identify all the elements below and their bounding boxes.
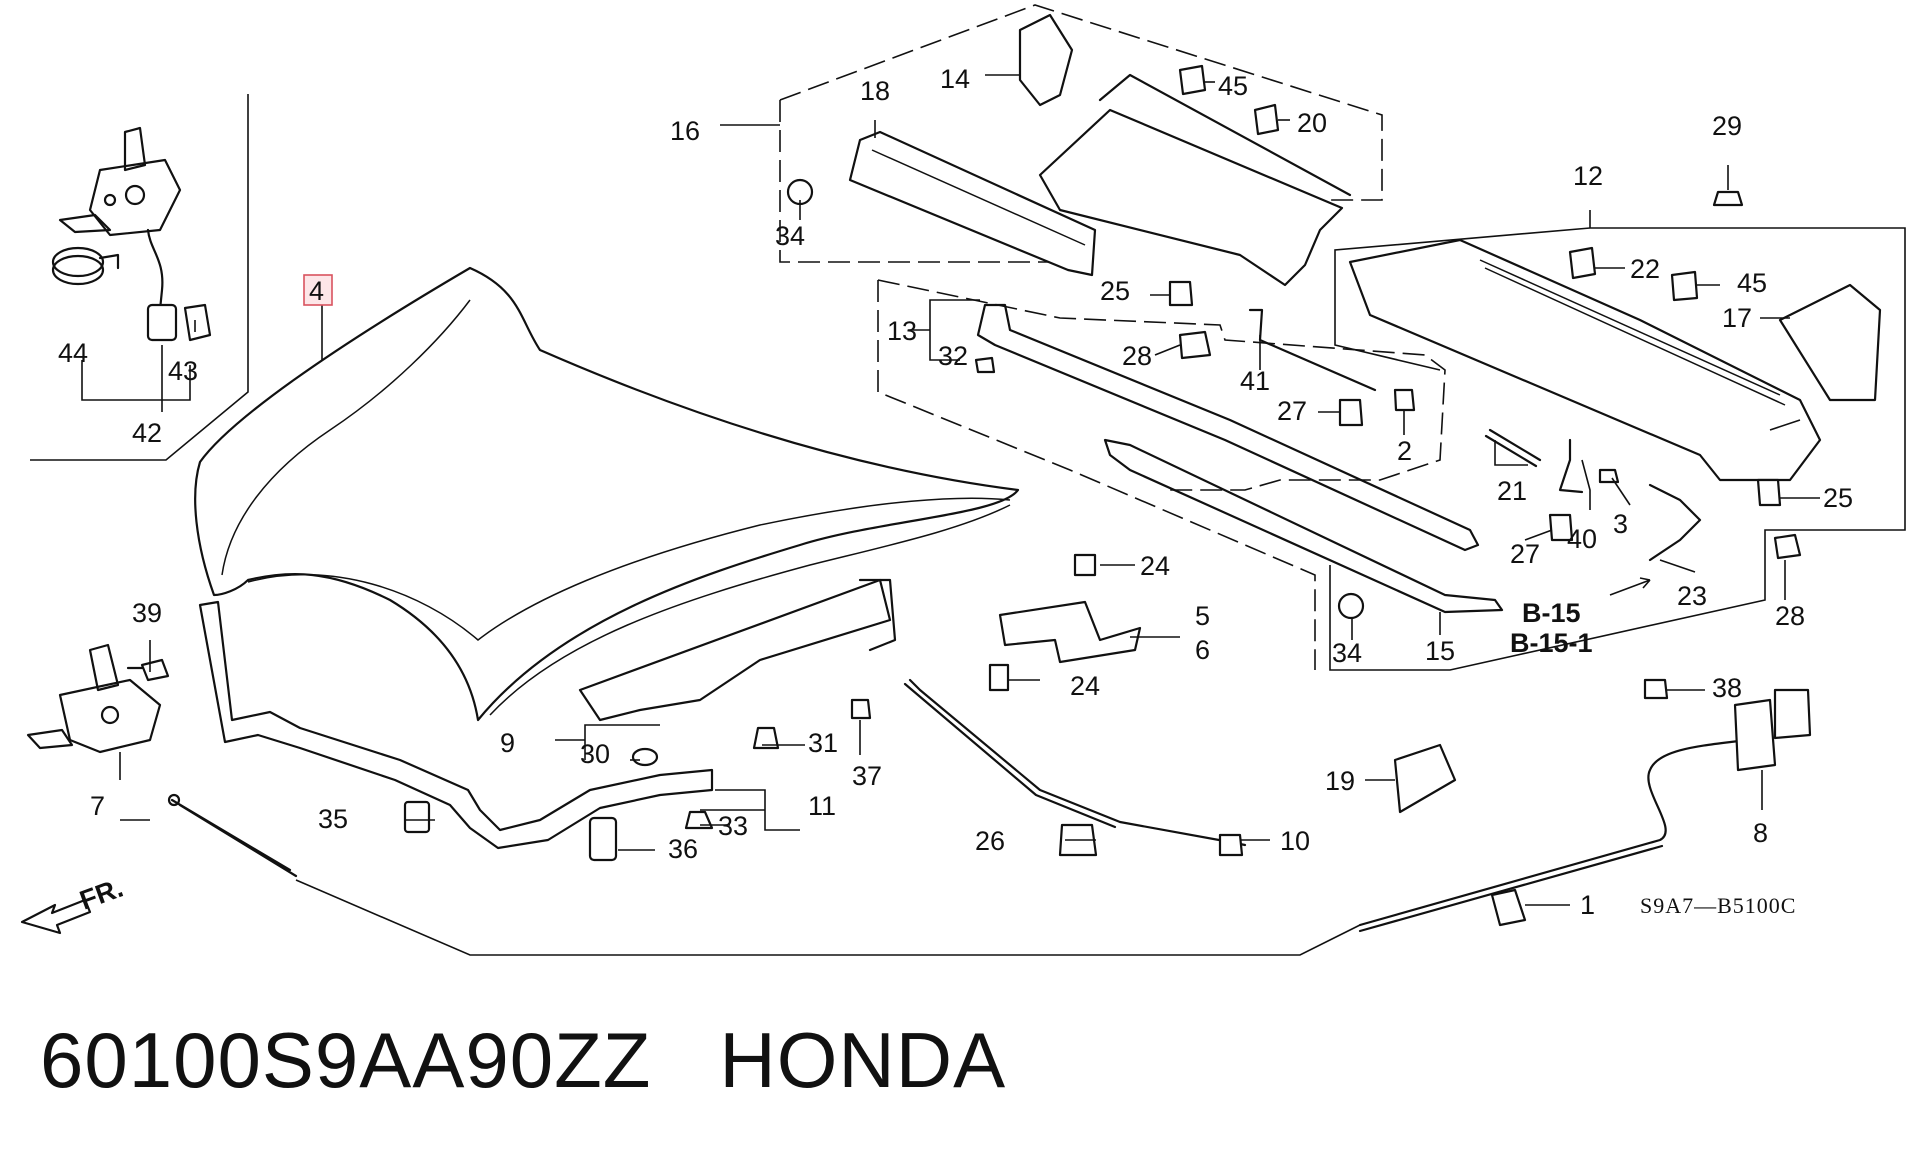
callout-label[interactable]: 29 [1712, 111, 1742, 141]
callout-label[interactable]: 26 [975, 826, 1005, 856]
callout-label[interactable]: 17 [1722, 303, 1752, 333]
callout-label[interactable]: 9 [500, 728, 515, 758]
callout-label[interactable]: 41 [1240, 366, 1270, 396]
callout-label[interactable]: 14 [940, 64, 970, 94]
callout-label[interactable]: 34 [775, 221, 805, 251]
highlight-box [303, 274, 333, 306]
fasteners [403, 678, 1812, 927]
callout-label[interactable]: 19 [1325, 766, 1355, 796]
washer-hoses [1484, 428, 1702, 596]
callout-label[interactable]: 1 [1580, 890, 1595, 920]
callout-label[interactable]: 7 [90, 791, 105, 821]
callout-label[interactable]: 33 [718, 811, 748, 841]
callout-label[interactable]: 27 [1510, 539, 1540, 569]
callout-label[interactable]: 30 [580, 739, 610, 769]
hood-hinge [988, 553, 1142, 692]
cowl-right [1329, 190, 1906, 671]
ref-label[interactable]: B-15-1 [1510, 628, 1593, 658]
callout-label[interactable]: 23 [1677, 581, 1707, 611]
callout-label[interactable]: 45 [1737, 268, 1767, 298]
callout-label[interactable]: 34 [1332, 638, 1362, 668]
callout-label[interactable]: 13 [887, 316, 917, 346]
leader-lines [119, 74, 1820, 906]
callout-label[interactable]: 2 [1397, 436, 1412, 466]
callout-label[interactable]: 24 [1140, 551, 1170, 581]
hood-panel [194, 266, 1020, 722]
callout-label[interactable]: 32 [938, 341, 968, 371]
callout-label[interactable]: 18 [860, 76, 890, 106]
front-marker-label: FR. [76, 873, 127, 916]
callout-label[interactable]: 4 [309, 276, 324, 306]
latch-inset [30, 94, 249, 461]
callout-label[interactable]: 37 [852, 761, 882, 791]
part-number: 60100S9AA90ZZ [40, 1016, 652, 1104]
callout-label[interactable]: 6 [1195, 635, 1210, 665]
callout-label[interactable]: 31 [808, 728, 838, 758]
callout-label[interactable]: 24 [1070, 671, 1100, 701]
callout-label[interactable]: 28 [1122, 341, 1152, 371]
part-caption: 60100S9AA90ZZ HONDA [40, 1015, 1006, 1106]
front-marker: FR. [20, 873, 127, 935]
cowl-upper [779, 4, 1383, 287]
hood-seal [198, 600, 714, 850]
ref-label[interactable]: B-15 [1522, 598, 1581, 628]
callout-label[interactable]: 5 [1195, 601, 1210, 631]
callout-label[interactable]: 10 [1280, 826, 1310, 856]
cowl-seals [877, 279, 1504, 670]
callout-label[interactable]: 42 [132, 418, 162, 448]
callout-label[interactable]: 45 [1218, 71, 1248, 101]
callout-label[interactable]: 22 [1630, 254, 1660, 284]
callout-label[interactable]: 28 [1775, 601, 1805, 631]
callout-label[interactable]: 43 [168, 356, 198, 386]
callout-label[interactable]: 3 [1613, 509, 1628, 539]
callout-label[interactable]: 38 [1712, 673, 1742, 703]
callout-label[interactable]: 25 [1823, 483, 1853, 513]
callout-label[interactable]: 40 [1567, 524, 1597, 554]
callout-label[interactable]: 36 [668, 834, 698, 864]
callout-label[interactable]: 11 [808, 791, 836, 821]
callout-label[interactable]: 20 [1297, 108, 1327, 138]
callout-label[interactable]: 21 [1497, 476, 1527, 506]
callout-label[interactable]: 35 [318, 804, 348, 834]
callout-label[interactable]: 12 [1573, 161, 1603, 191]
diagram-code: S9A7—B5100C [1640, 893, 1796, 918]
callout-label[interactable]: 25 [1100, 276, 1130, 306]
callout-label[interactable]: 44 [58, 338, 88, 368]
brand-name: HONDA [719, 1016, 1007, 1104]
callout-label[interactable]: 16 [670, 116, 700, 146]
hood-latch [26, 643, 170, 754]
callout-label[interactable]: 15 [1425, 636, 1455, 666]
callout-label[interactable]: 8 [1753, 818, 1768, 848]
callout-labels: 4 1 2 3 5 6 7 8 9 10 11 12 13 14 15 16 1… [58, 64, 1853, 920]
callout-label[interactable]: 27 [1277, 396, 1307, 426]
callout-label[interactable]: 39 [132, 598, 162, 628]
